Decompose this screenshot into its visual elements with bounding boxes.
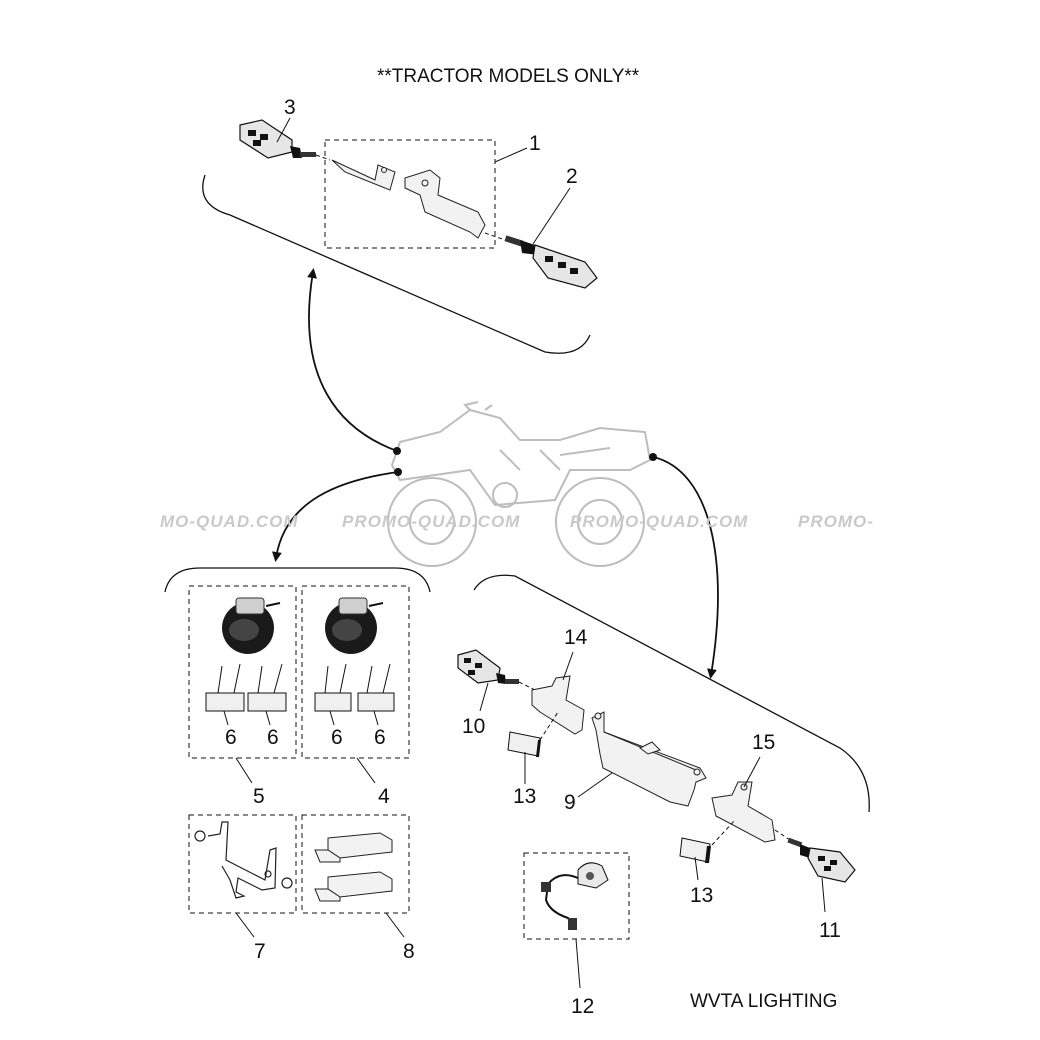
part-7-box [188, 814, 297, 914]
callout-7: 7 [254, 940, 266, 963]
part-6-module-a [205, 663, 245, 712]
arrow-to-right-group [652, 456, 719, 679]
part-8-module-lower [314, 871, 393, 902]
part-6-module-c [314, 663, 352, 712]
part-10-indicator [457, 649, 519, 684]
callout-15: 15 [752, 731, 776, 754]
callout-6b: 6 [267, 726, 279, 749]
group-bracket-left [164, 567, 431, 593]
part-3-indicator [239, 119, 316, 159]
part-9-bracket [591, 711, 707, 807]
callout-4: 4 [378, 785, 390, 808]
callout-3: 3 [284, 96, 296, 119]
callout-14: 14 [564, 626, 588, 649]
part-6-module-d [357, 663, 395, 712]
group-bracket-right [473, 574, 870, 813]
callout-2: 2 [566, 165, 578, 188]
watermark-2: PROMO-QUAD.COM [342, 512, 521, 531]
callout-6a: 6 [225, 726, 237, 749]
part-14-bracket [531, 675, 585, 735]
part-4-box [301, 585, 410, 759]
callout-8: 8 [403, 940, 415, 963]
part-13-reflector-b [679, 837, 711, 863]
part-4-headlamp [325, 597, 384, 654]
part-1-bracket [331, 159, 486, 239]
part-1-box [324, 139, 496, 249]
diagram-caption: WVTA LIGHTING [690, 991, 838, 1012]
callout-5: 5 [253, 785, 265, 808]
part-8-module-upper [314, 832, 393, 863]
callout-13a: 13 [513, 785, 537, 808]
callout-6d: 6 [374, 726, 386, 749]
atv-silhouette [387, 401, 652, 567]
callout-13b: 13 [690, 884, 714, 907]
arrow-to-top-group [307, 268, 398, 452]
part-12-plate-lamp [541, 862, 609, 930]
part-7-bracket [194, 821, 293, 899]
watermark-3: PROMO-QUAD.COM [570, 512, 749, 531]
callout-1: 1 [529, 132, 541, 155]
part-15-bracket [711, 781, 776, 843]
part-2-indicator [484, 232, 598, 289]
part-5-box [188, 585, 297, 759]
part-11-indicator [774, 829, 856, 883]
page-title: **TRACTOR MODELS ONLY** [377, 66, 640, 87]
part-6-module-b [247, 663, 287, 712]
callout-11: 11 [819, 919, 841, 942]
part-5-headlamp [222, 597, 281, 654]
arrow-to-left-group [271, 471, 399, 562]
callout-10: 10 [462, 715, 486, 738]
callout-6c: 6 [331, 726, 343, 749]
watermark-1: MO-QUAD.COM [160, 512, 299, 531]
part-13-reflector-a [507, 731, 541, 757]
watermark-4: PROMO- [798, 512, 874, 531]
part-8-box [301, 814, 410, 914]
callout-12: 12 [571, 995, 595, 1018]
callout-9: 9 [564, 791, 576, 814]
group-bracket-top [202, 174, 591, 354]
